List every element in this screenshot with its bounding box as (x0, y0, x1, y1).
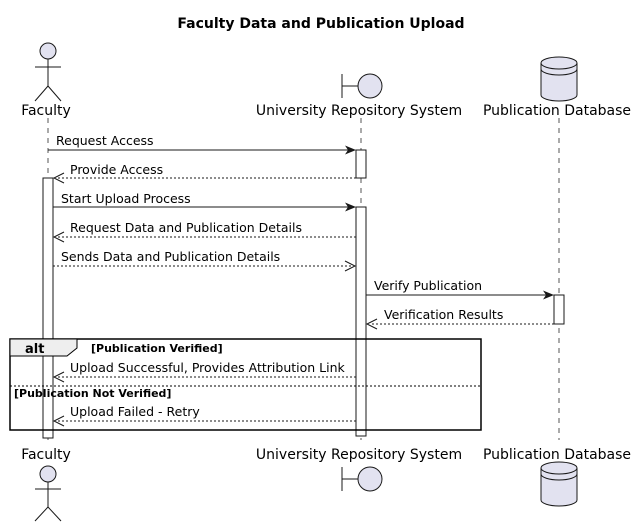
repository-boundary-bottom (341, 466, 383, 492)
message-label: Verify Publication (374, 278, 482, 293)
message-label: Sends Data and Publication Details (61, 249, 280, 264)
message-verification-results: Verification Results (365, 307, 554, 330)
database-shape-bottom (540, 461, 578, 507)
repository-activation-2 (355, 206, 367, 437)
alt-fragment: alt [Publication Verified] [Publication … (9, 338, 482, 431)
message-label: Request Access (56, 133, 154, 148)
alt-guard-not-verified: [Publication Not Verified] (14, 387, 171, 400)
message-upload-failed: Upload Failed - Retry (52, 404, 356, 427)
message-label: Upload Successful, Provides Attribution … (70, 360, 346, 375)
faculty-actor-top (34, 42, 62, 102)
message-request-details: Request Data and Publication Details (52, 220, 356, 243)
message-start-upload: Start Upload Process (53, 191, 356, 212)
message-label: Upload Failed - Retry (70, 404, 200, 419)
alt-guard-verified: [Publication Verified] (91, 342, 223, 355)
repository-label-bottom: University Repository System (256, 447, 462, 463)
repository-label-top: University Repository System (256, 103, 462, 119)
repository-boundary-top (341, 73, 383, 99)
message-verify-publication: Verify Publication (366, 278, 554, 300)
repository-activation-1 (355, 149, 367, 179)
database-activation (553, 294, 565, 325)
message-label: Verification Results (384, 307, 503, 322)
database-shape-top (540, 56, 578, 102)
boundary-icon (357, 466, 383, 492)
faculty-activation (42, 177, 54, 439)
message-provide-access: Provide Access (52, 162, 356, 184)
database-label-bottom: Publication Database (483, 447, 631, 463)
faculty-actor-bottom (34, 465, 62, 522)
database-icon (540, 56, 578, 102)
boundary-icon (357, 73, 383, 99)
message-label: Start Upload Process (61, 191, 191, 206)
message-label: Request Data and Publication Details (70, 220, 302, 235)
alt-keyword: alt (25, 342, 44, 357)
database-icon (540, 461, 578, 507)
database-label-top: Publication Database (483, 103, 631, 119)
faculty-label-bottom: Faculty (21, 447, 71, 463)
message-label: Provide Access (70, 162, 163, 177)
diagram-title: Faculty Data and Publication Upload (177, 16, 464, 32)
message-upload-successful: Upload Successful, Provides Attribution … (52, 360, 356, 383)
message-request-access: Request Access (48, 133, 356, 155)
faculty-label-top: Faculty (21, 103, 71, 119)
faculty-actor-icon (39, 42, 57, 60)
message-sends-details: Sends Data and Publication Details (53, 249, 357, 272)
faculty-actor-icon (39, 465, 57, 483)
